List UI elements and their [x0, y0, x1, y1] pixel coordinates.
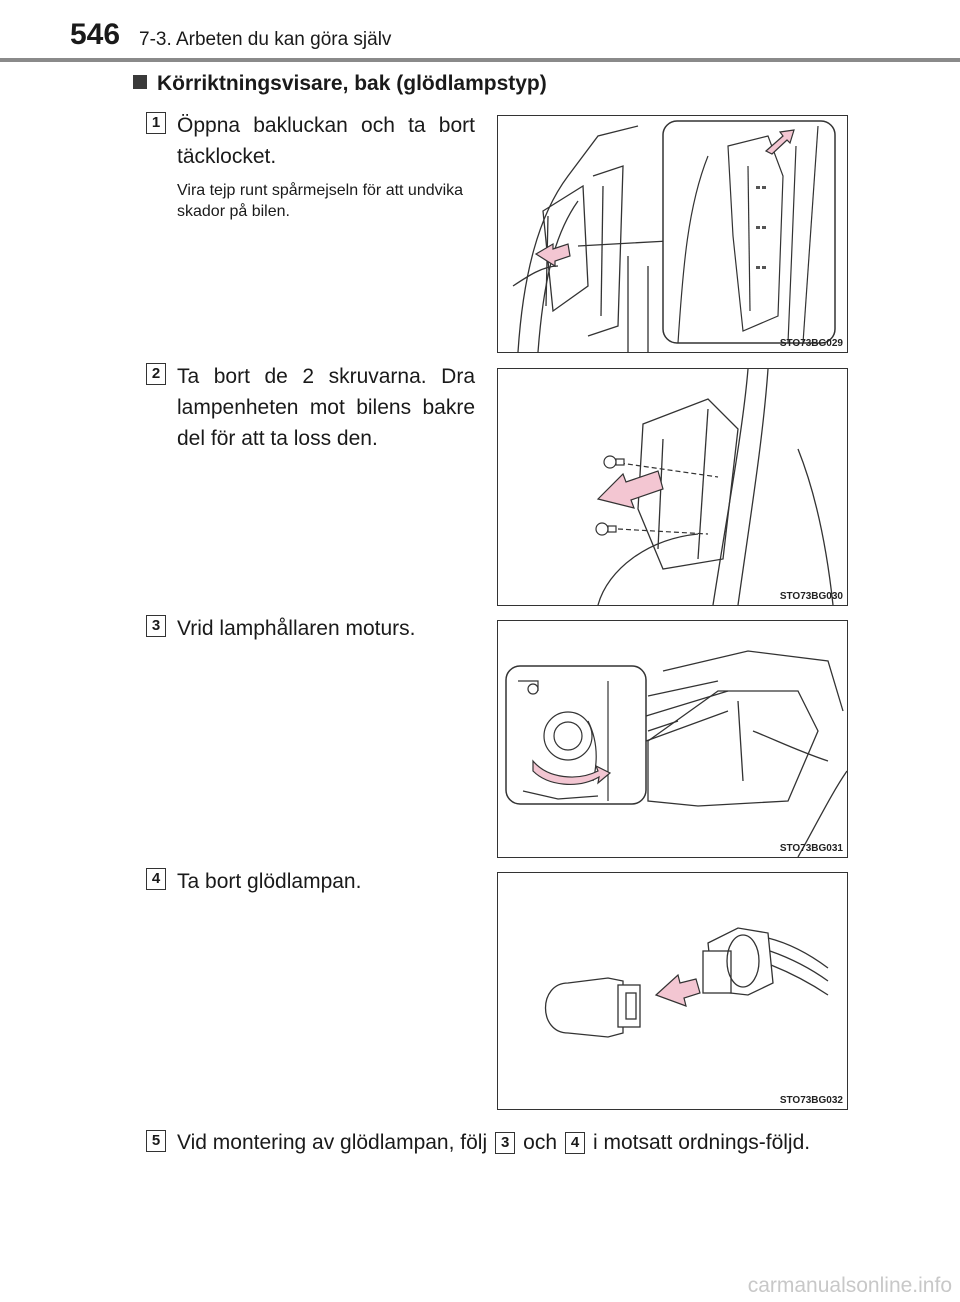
lamp-unit-removal-illustration — [595, 369, 834, 605]
step-5-text: Vid montering av glödlampan, följ 3 och 4 i … — [177, 1125, 827, 1161]
taillight-cover-illustration — [512, 120, 836, 352]
step-5-text-before: Vid montering av glödlampan, följ — [177, 1131, 488, 1154]
figure-step-1: STO73BG029 — [497, 115, 848, 353]
step-badge-5: 5 — [146, 1130, 166, 1152]
step-1-text: Öppna bakluckan och ta bort täcklocket. — [177, 114, 475, 168]
bulb-extraction-illustration — [545, 927, 829, 1038]
step-reference-4: 4 — [565, 1132, 585, 1154]
step-badge-3: 3 — [146, 615, 166, 637]
section-heading: Körriktningsvisare, bak (glödlampstyp) — [133, 72, 547, 96]
figure-code-4: STO73BG032 — [779, 1095, 843, 1106]
figure-step-2: STO73BG030 — [497, 368, 848, 606]
figure-code-2: STO73BG030 — [779, 591, 843, 602]
figure-code-1: STO73BG029 — [779, 338, 843, 349]
figure-step-3: STO73BG031 — [497, 620, 848, 858]
step-badge-2: 2 — [146, 363, 166, 385]
step-3-text: Vrid lamphållaren moturs. — [177, 617, 416, 640]
step-5-text-after: i motsatt ordnings-följd. — [593, 1131, 811, 1154]
bulb-holder-rotation-illustration — [505, 650, 847, 857]
figure-code-3: STO73BG031 — [779, 843, 843, 854]
step-5-text-middle: och — [523, 1131, 557, 1154]
bullet-square-icon — [133, 75, 147, 89]
step-1-note: Vira tejp runt spårmejseln för att undvi… — [177, 182, 464, 220]
step-badge-4: 4 — [146, 868, 166, 890]
step-2-text: Ta bort de 2 skruvarna. Dra lampenheten … — [177, 365, 475, 450]
header-rule — [0, 58, 960, 62]
step-reference-3: 3 — [495, 1132, 516, 1154]
chapter-title: 7-3. Arbeten du kan göra själv — [139, 29, 392, 50]
watermark: carmanualsonline.info — [747, 1274, 952, 1297]
section-heading-text: Körriktningsvisare, bak (glödlampstyp) — [157, 72, 547, 95]
step-badge-1: 1 — [146, 112, 166, 134]
page-number: 546 — [70, 18, 121, 51]
figure-step-4: STO73BG032 — [497, 872, 848, 1110]
step-4-text: Ta bort glödlampan. — [177, 870, 362, 893]
